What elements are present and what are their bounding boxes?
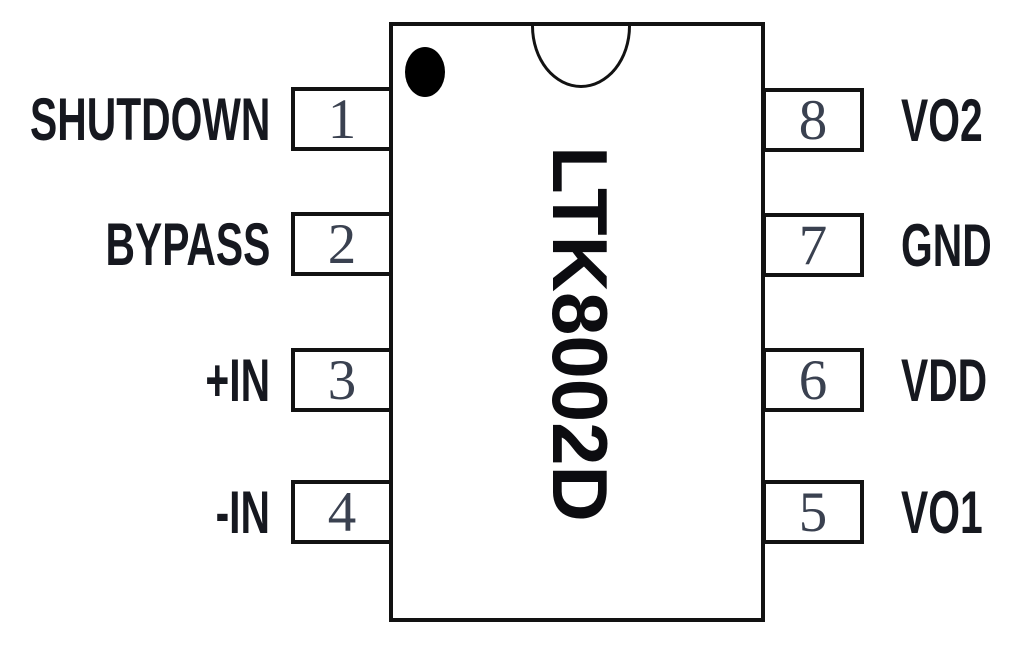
pin-number-3: 3	[327, 348, 357, 412]
pin-number-6: 6	[798, 348, 828, 412]
pin-label-vo2: VO2	[901, 86, 983, 154]
pin-label-minus-in: -IN	[215, 478, 270, 546]
chip-body	[389, 22, 765, 622]
pin-box-1: 1	[291, 87, 393, 151]
pin-label-shutdown: SHUTDOWN	[29, 85, 270, 153]
pin-box-4: 4	[291, 480, 393, 544]
pin-box-3: 3	[291, 348, 393, 412]
chip-part-number: LTK8002D	[536, 146, 625, 522]
pin-number-4: 4	[327, 480, 357, 544]
pin-box-2: 2	[291, 212, 393, 276]
pin-label-vo1: VO1	[901, 478, 983, 546]
pin-box-6: 6	[762, 348, 864, 412]
pin-number-2: 2	[327, 212, 357, 276]
pin-number-1: 1	[327, 87, 357, 151]
pin-label-bypass: BYPASS	[105, 210, 270, 278]
pin1-indicator-icon	[405, 47, 445, 97]
pin-box-8: 8	[762, 88, 864, 152]
pin-box-5: 5	[762, 480, 864, 544]
pin-label-vdd: VDD	[901, 346, 988, 414]
pin-box-7: 7	[762, 213, 864, 277]
pin-number-7: 7	[798, 213, 828, 277]
pin-label-gnd: GND	[901, 211, 992, 279]
pin-number-5: 5	[798, 480, 828, 544]
pin-label-plus-in: +IN	[205, 346, 270, 414]
package-notch-icon	[531, 26, 631, 88]
pin-number-8: 8	[798, 88, 828, 152]
